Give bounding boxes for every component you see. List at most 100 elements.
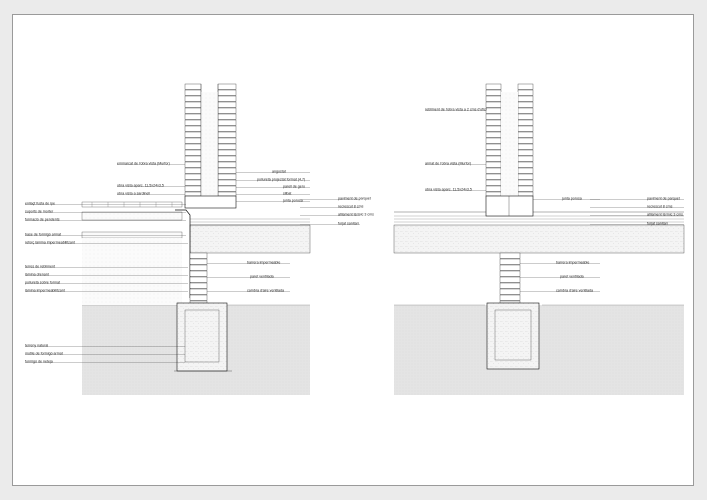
brick [184,155,202,162]
label: obra vista aparc. 11,5x24x3,5 [425,188,472,192]
brick [184,113,202,120]
brick [217,119,237,126]
brick [485,143,502,150]
brick [485,185,502,192]
wall-insulation [501,92,518,196]
brick [499,282,521,289]
brick [217,161,237,168]
brick [517,107,534,114]
left-upper-wall [175,83,237,298]
wall-base-block [184,195,237,209]
brick [217,107,237,114]
brick [217,125,237,132]
left-footing-rebar [184,309,220,363]
right-floor-slab [393,224,685,254]
right-labels-left: rebliment de l'obra vista a 2 cms d'ofic… [425,108,487,192]
label: obra vista a sardinell [117,192,150,196]
brick [217,143,237,150]
brick [189,252,208,259]
label: forjat sanitari [338,222,359,226]
brick [485,101,502,108]
brick [217,191,237,197]
brick [217,95,237,102]
brick [184,95,202,102]
right-footing [486,302,540,370]
brick [189,258,208,265]
left-detail: emmarcat de l'obra vista (Murfor) obra v… [25,83,374,395]
brick [485,89,502,96]
brick [184,191,202,197]
brick [217,173,237,180]
label: barrera impermeable [247,261,280,265]
left-leaders-right [207,172,360,292]
label: silbat [283,192,291,196]
brick [517,149,534,156]
brick [517,167,534,174]
brick [485,191,502,197]
brick [485,131,502,138]
label: paviment de parquet [338,197,371,201]
brick [499,264,521,271]
brick [184,185,202,192]
label: reforç làmina impermeabilitzant [25,241,75,245]
brick [217,101,237,108]
label: cambra d'aire ventilada [247,289,284,293]
label: parell de gero [283,185,305,189]
label: armat de l'obra vista (Murfor) [425,162,471,166]
brick [189,270,208,277]
brick [217,131,237,138]
label: barrera impermeable [556,261,589,265]
brick [499,258,521,265]
brick [499,270,521,277]
brick [485,113,502,120]
left-labels-left: emmarcat de l'obra vista (Murfor) obra v… [25,162,170,364]
brick [517,137,534,144]
brick [517,125,534,132]
label: paret ventilada [250,275,274,279]
brick [485,95,502,102]
brick [485,173,502,180]
label: làmina drenant [25,273,49,277]
left-terrace-deck [81,201,183,208]
brick [499,276,521,283]
right-detail: rebliment de l'obra vista a 2 cms d'ofic… [393,83,685,395]
label: emmarcat de l'obra vista (Murfor) [117,162,170,166]
brick [184,179,202,186]
brick [517,185,534,192]
right-upper-wall [485,83,534,217]
label: recrescut 8 cms [338,205,364,209]
brick [184,167,202,174]
label: obra vista aparc. 11,5x24x3,5 [117,184,164,188]
brick [485,107,502,114]
brick [517,155,534,162]
brick [189,264,208,271]
label: paviment de parquet [647,197,680,201]
brick [485,155,502,162]
label: làmina impermeabilitzant [25,289,65,293]
left-floor-slab [189,224,311,254]
brick [184,107,202,114]
left-terrace-slope [81,211,183,221]
brick [184,149,202,156]
label: aïllament tèrmic 3 cms [338,213,374,217]
brick [517,131,534,138]
brick [217,83,237,90]
wall-base-block [485,195,534,217]
brick [517,173,534,180]
brick [217,89,237,96]
brick [184,125,202,132]
brick [517,89,534,96]
brick [217,149,237,156]
brick [517,161,534,168]
label: poliuretà projectat format (4,7) [257,178,305,182]
brick [517,101,534,108]
label: terres de rebliment [25,265,55,269]
left-footing [176,302,228,372]
left-terrace-base [81,231,183,239]
brick [184,101,202,108]
brick [184,143,202,150]
left-lower-wall [189,252,208,304]
brick [184,83,202,90]
